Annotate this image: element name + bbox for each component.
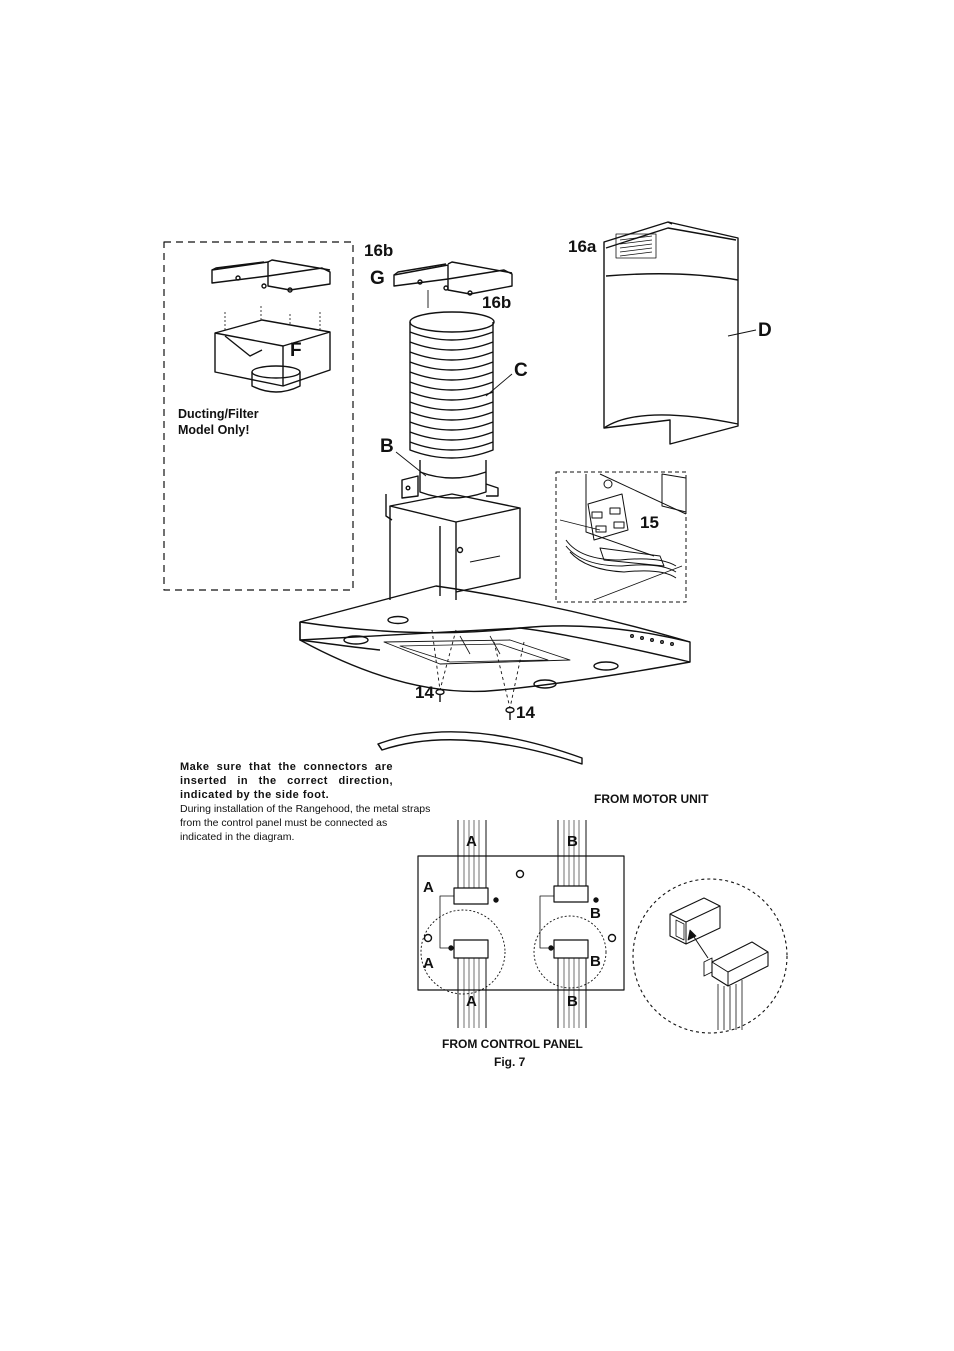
strap-b-bottom bbox=[533, 895, 607, 1028]
instruction-bold-line-3: indicated by the side foot. bbox=[180, 789, 330, 801]
connector-a-upper-label: A bbox=[423, 879, 434, 896]
ducting-filter-dashed-box bbox=[163, 241, 354, 591]
instruction-bold-line-2: inserted in the correct direction, bbox=[180, 775, 393, 787]
screw-guides bbox=[431, 629, 525, 709]
connector-detail-drawing bbox=[559, 473, 687, 601]
strap-b-top bbox=[553, 820, 599, 903]
label-16b-top: 16b bbox=[364, 241, 393, 260]
bracket-g bbox=[393, 261, 513, 308]
strap-a-bottom bbox=[420, 895, 506, 1028]
label-f: F bbox=[290, 340, 302, 361]
label-14-left: 14 bbox=[415, 683, 434, 702]
canopy-hood bbox=[299, 585, 691, 693]
strap-a-top bbox=[453, 820, 499, 905]
connector-detail-box bbox=[555, 471, 687, 603]
label-b: B bbox=[380, 436, 394, 457]
connector-magnified-view bbox=[632, 878, 788, 1034]
instruction-bold-line-1: Make sure that the connectors are bbox=[180, 761, 393, 773]
connector-b-lower-label: B bbox=[590, 953, 601, 970]
screw-right bbox=[505, 706, 515, 720]
from-control-panel-caption: FROM CONTROL PANEL bbox=[442, 1037, 583, 1051]
label-d: D bbox=[758, 320, 772, 341]
label-16b-right: 16b bbox=[482, 293, 511, 312]
instruction-line-2: from the control panel must be connected… bbox=[180, 817, 388, 829]
label-16a: 16a bbox=[568, 237, 597, 256]
spigot-b bbox=[395, 451, 499, 499]
chimney-d bbox=[603, 221, 757, 445]
connector-instructions: Make sure that the connectors are insert… bbox=[180, 760, 431, 844]
from-motor-unit-caption: FROM MOTOR UNIT bbox=[594, 792, 709, 806]
wiring-board bbox=[417, 855, 625, 991]
instruction-line-3: indicated in the diagram. bbox=[180, 831, 295, 843]
strap-b-bottom-label: B bbox=[567, 993, 578, 1010]
strap-a-bottom-label: A bbox=[466, 993, 477, 1010]
strap-b-top-label: B bbox=[567, 833, 578, 850]
bracket-left bbox=[211, 259, 331, 293]
connector-b-upper-label: B bbox=[590, 905, 601, 922]
filter-note-line-1: Ducting/Filter bbox=[178, 407, 259, 421]
flexible-duct-c bbox=[409, 311, 513, 459]
motor-housing bbox=[385, 493, 521, 600]
filter-note-line-2: Model Only! bbox=[178, 423, 250, 437]
label-15: 15 bbox=[640, 513, 659, 532]
connector-a-lower-label: A bbox=[423, 955, 434, 972]
label-c: C bbox=[514, 360, 528, 381]
strap-a-top-label: A bbox=[466, 833, 477, 850]
label-14-right: 14 bbox=[516, 703, 535, 722]
glass-panel bbox=[377, 731, 583, 765]
filter-box-f bbox=[214, 306, 331, 393]
screw-left bbox=[435, 688, 445, 702]
label-g: G bbox=[370, 268, 385, 289]
figure-caption: Fig. 7 bbox=[494, 1055, 526, 1069]
instruction-line-1: During installation of the Rangehood, th… bbox=[180, 803, 431, 815]
